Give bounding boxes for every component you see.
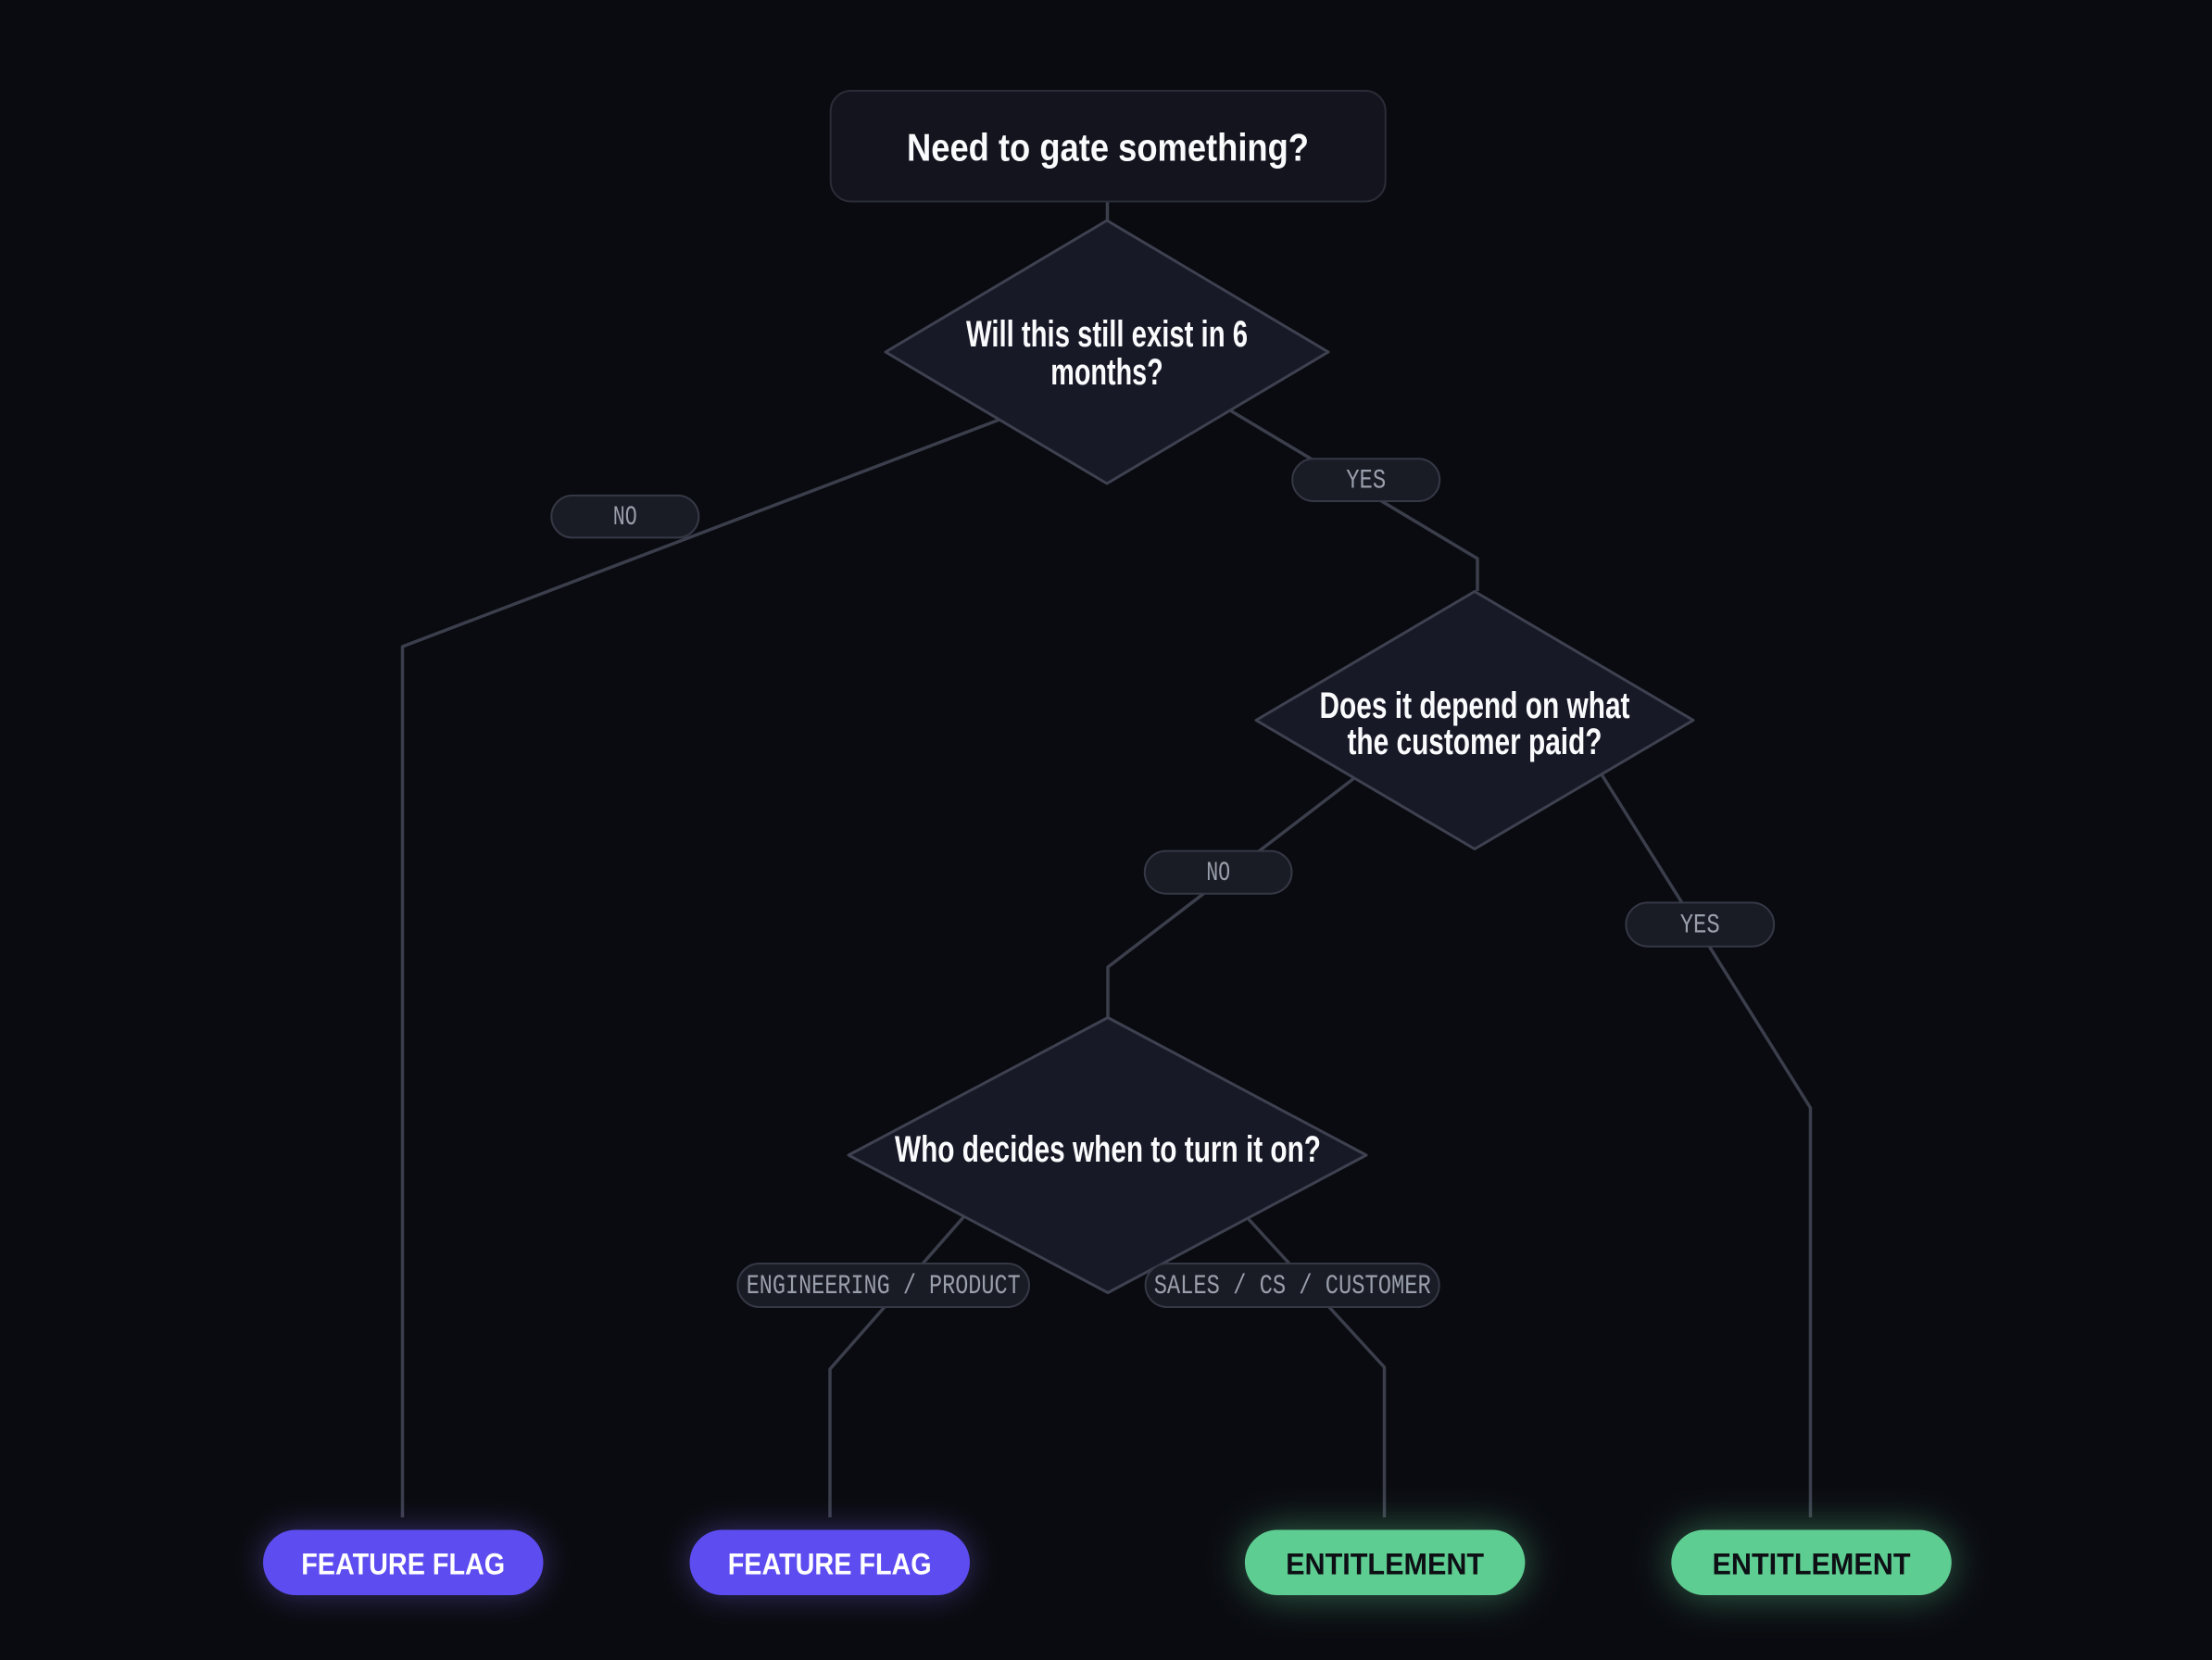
svg-text:the customer paid?: the customer paid? bbox=[1348, 722, 1602, 762]
svg-text:Who decides when to turn it on: Who decides when to turn it on? bbox=[895, 1129, 1321, 1170]
svg-text:NO: NO bbox=[1206, 858, 1230, 889]
svg-text:YES: YES bbox=[1346, 466, 1386, 497]
svg-text:SALES / CS / CUSTOMER: SALES / CS / CUSTOMER bbox=[1154, 1271, 1431, 1302]
svg-text:months?: months? bbox=[1050, 352, 1163, 393]
svg-text:NO: NO bbox=[613, 502, 637, 534]
svg-text:Does it depend on what: Does it depend on what bbox=[1320, 685, 1630, 726]
svg-text:ENGINEERING / PRODUCT: ENGINEERING / PRODUCT bbox=[747, 1271, 1021, 1302]
svg-text:ENTITLEMENT: ENTITLEMENT bbox=[1286, 1548, 1484, 1581]
svg-text:FEATURE FLAG: FEATURE FLAG bbox=[301, 1548, 505, 1581]
svg-text:Need to gate something?: Need to gate something? bbox=[907, 126, 1309, 170]
svg-text:YES: YES bbox=[1680, 911, 1720, 942]
svg-text:FEATURE FLAG: FEATURE FLAG bbox=[728, 1548, 932, 1581]
svg-text:Will this still exist in 6: Will this still exist in 6 bbox=[966, 314, 1248, 355]
svg-text:ENTITLEMENT: ENTITLEMENT bbox=[1713, 1548, 1911, 1581]
